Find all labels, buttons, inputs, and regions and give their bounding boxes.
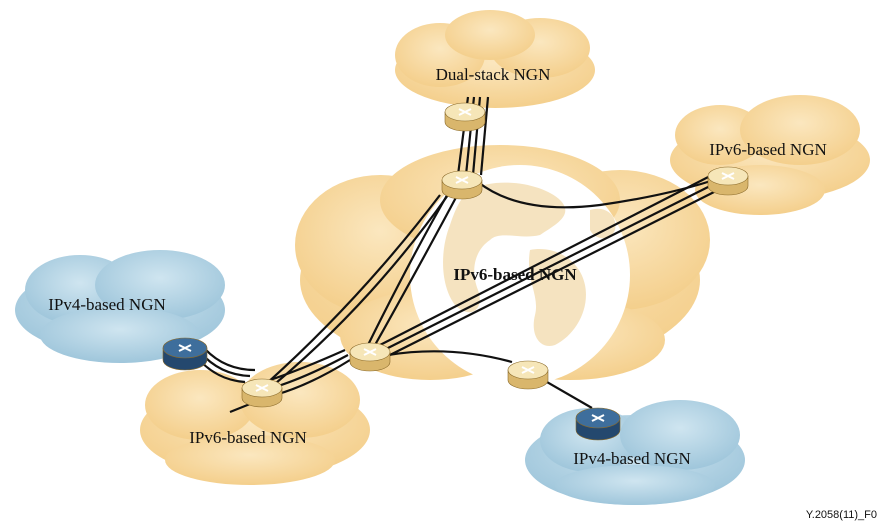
- label-ipv6-center: IPv6-based NGN: [453, 265, 577, 284]
- label-ipv6-bottom-left: IPv6-based NGN: [189, 428, 307, 447]
- router-dual-stack-icon: [444, 102, 486, 132]
- link-br-ipv4: [539, 377, 593, 409]
- link-dual-bl-b: [269, 194, 449, 389]
- label-ipv4-bottom-right: IPv4-based NGN: [573, 449, 691, 468]
- router-ipv4-left-icon: [162, 337, 208, 371]
- link-ipv4l-bl-c: [204, 348, 256, 372]
- network-links: [194, 96, 727, 414]
- label-ipv6-top-right: IPv6-based NGN: [709, 140, 827, 159]
- link-upper-hub-b: [374, 189, 461, 346]
- label-ipv4-left: IPv4-based NGN: [48, 295, 166, 314]
- globe-icon: [410, 165, 630, 385]
- link-dual-bl-a: [264, 194, 441, 386]
- link-hub-topright-b: [379, 179, 723, 353]
- router-bottom-right-icon: [507, 360, 549, 390]
- link-hub-topright-a: [379, 171, 719, 346]
- figure-id: Y.2058(11)_F0: [806, 509, 877, 521]
- router-top-right-icon: [707, 166, 749, 196]
- link-hub-br: [387, 350, 513, 364]
- cloud-dual-stack: [395, 10, 595, 108]
- router-upper-center-icon: [441, 170, 483, 200]
- label-dual-stack: Dual-stack NGN: [436, 65, 551, 84]
- link-hub-topright-c: [383, 185, 727, 359]
- cloud-ipv4-bottom-right: [525, 400, 745, 505]
- link-dual-upper-d: [479, 96, 490, 176]
- router-hub-icon: [349, 342, 391, 372]
- router-ipv4-bottom-right-icon: [575, 407, 621, 441]
- router-bottom-left-icon: [241, 378, 283, 408]
- link-hub-bl-a: [269, 348, 346, 382]
- cloud-ipv4-left: [15, 250, 225, 363]
